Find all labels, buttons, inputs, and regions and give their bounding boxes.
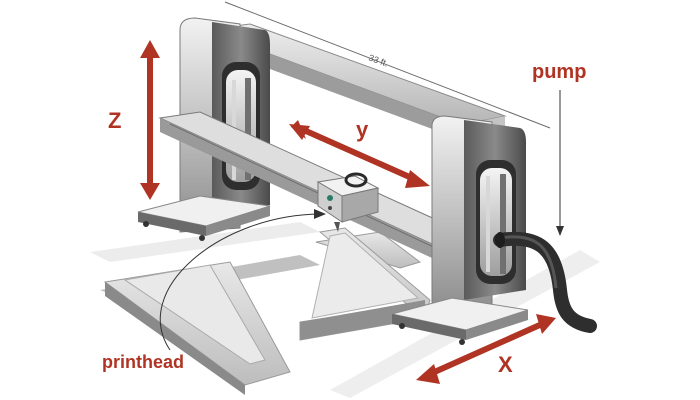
x-axis-arrow	[416, 314, 556, 384]
left-base	[137, 195, 271, 241]
printhead	[316, 172, 380, 232]
pump-pointer	[556, 90, 564, 236]
z-axis-arrow	[140, 40, 160, 200]
pump-hose	[493, 231, 597, 333]
pump-label: pump	[532, 61, 586, 83]
printed-structure	[100, 227, 431, 395]
printhead-pointer	[159, 209, 326, 351]
x-axis-label: X	[498, 352, 513, 377]
printhead-label: printhead	[102, 352, 184, 372]
right-base	[391, 297, 529, 345]
y-axis-label: y	[356, 117, 369, 142]
dimension-label: 33 ft.	[367, 52, 389, 68]
right-pillar	[431, 115, 526, 313]
z-axis-label: Z	[108, 108, 121, 133]
y-axis-arrow	[289, 120, 430, 188]
